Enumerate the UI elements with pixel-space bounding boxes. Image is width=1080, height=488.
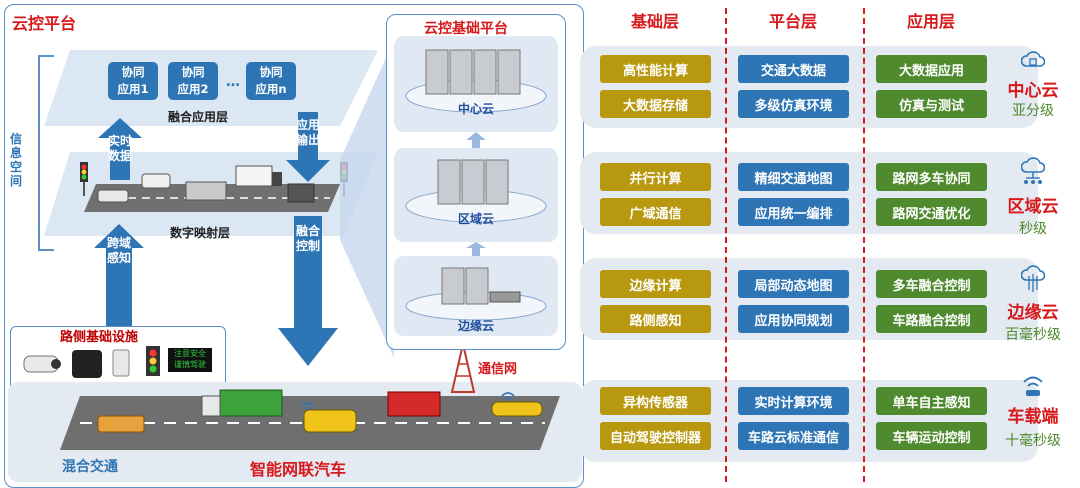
cell-multilevel-sim: 多级仿真环境 (738, 90, 849, 118)
rsu-device-icon (112, 349, 130, 377)
cell-vehicle-motion-control: 车辆运动控制 (876, 422, 987, 450)
center-cloud-stack (394, 36, 558, 336)
cloud-control-platform-title: 云控平台 (12, 14, 77, 33)
cell-parallel-compute: 并行计算 (600, 163, 711, 191)
fusion-app-layer-label: 融合应用层 (168, 110, 229, 124)
cloud-network-icon (1021, 157, 1045, 184)
cell-high-perf-compute: 高性能计算 (600, 55, 711, 83)
arrow-cross-domain-label: 跨域 感知 (99, 236, 139, 266)
arrow-app-output (286, 112, 330, 182)
app-box-n-label: 协同 应用n (255, 65, 287, 96)
header-base-layer: 基础层 (630, 12, 679, 31)
cell-sim-and-test: 仿真与测试 (876, 90, 987, 118)
arrow-cross-domain-text: 跨域 感知 (106, 236, 131, 265)
edge-cloud-icon (1021, 265, 1045, 292)
cell-network-traffic-opt: 路网交通优化 (876, 198, 987, 226)
cell-unified-orchestration: 应用统一编排 (738, 198, 849, 226)
tier-edge-latency: 百毫秒级 (1005, 327, 1061, 343)
tier-center-cloud: 中心云 (1007, 81, 1059, 101)
region-cloud-label: 区域云 (457, 212, 494, 226)
tier-region-cloud: 区域云 (1007, 197, 1059, 217)
base-platform-title: 云控基础平台 (424, 21, 508, 37)
vehicle-icons-road (97, 389, 543, 433)
cell-fine-traffic-map: 精细交通地图 (738, 163, 849, 191)
arrow-realtime-data-label: 实时 数据 (100, 134, 140, 164)
wifi-icon (1023, 376, 1043, 396)
cell-wide-area-comm: 广域通信 (600, 198, 711, 226)
header-platform-layer: 平台层 (768, 12, 817, 31)
info-space-bracket (38, 55, 54, 251)
app-box-1: 协同 应用1 (108, 62, 158, 100)
app-box-1-label: 协同 应用1 (117, 65, 149, 96)
camera-icon (23, 355, 61, 373)
tier-vehicle-latency: 十毫秒级 (1005, 433, 1061, 449)
cell-local-dynamic-map: 局部动态地图 (738, 270, 849, 298)
arrow-app-output-text: 应用 输出 (295, 118, 320, 147)
cell-heterogeneous-sensors: 异构传感器 (600, 387, 711, 415)
radar-unit-icon (72, 350, 102, 378)
signal-light-icon (146, 346, 160, 376)
cell-single-vehicle-perception: 单车自主感知 (876, 387, 987, 415)
cell-vehicle-road-fusion: 车路融合控制 (876, 305, 987, 333)
comm-net-label: 通信网 (478, 362, 518, 377)
tier-vehicle: 车载端 (1007, 407, 1059, 427)
arrow-fusion-control (278, 216, 338, 366)
column-divider-1 (725, 8, 727, 482)
projection-wedge (340, 40, 394, 358)
traffic-light-icon (80, 162, 88, 196)
info-space-label: 信息空间 (10, 132, 23, 188)
cell-big-data-app: 大数据应用 (876, 55, 987, 83)
arrow-realtime-text: 实时 数据 (107, 134, 132, 163)
header-app-layer: 应用层 (906, 12, 955, 31)
mixed-traffic-label: 混合交通 (62, 459, 118, 475)
cell-app-coop-planning: 应用协同规划 (738, 305, 849, 333)
app-box-2: 协同 应用2 (168, 62, 218, 100)
cell-traffic-big-data: 交通大数据 (738, 55, 849, 83)
arrow-cross-domain (94, 224, 144, 340)
vehicle-icons-digital (97, 165, 315, 203)
variable-message-sign: 注意安全 谨慎驾驶 (168, 348, 212, 372)
center-cloud-label: 中心云 (457, 102, 494, 116)
cell-edge-compute: 边缘计算 (600, 270, 711, 298)
roadside-title: 路侧基础设施 (60, 330, 139, 345)
wifi-icon-vehicle-2 (501, 392, 515, 400)
app-box-n: 协同 应用n (246, 62, 296, 100)
tier-region-latency: 秒级 (1019, 221, 1047, 237)
app-box-2-label: 协同 应用2 (177, 65, 209, 96)
wifi-icon-vehicle-1 (301, 402, 315, 410)
edge-cloud-label: 边缘云 (457, 319, 494, 333)
tier-edge-cloud: 边缘云 (1007, 303, 1059, 323)
column-divider-2 (863, 8, 865, 482)
cell-roadside-perception: 路侧感知 (600, 305, 711, 333)
server-icon (1021, 51, 1045, 67)
digital-mapping-layer-label: 数字映射层 (170, 226, 231, 240)
cell-multi-vehicle-fusion: 多车融合控制 (876, 270, 987, 298)
arrow-fusion-control-text: 融合 控制 (295, 224, 320, 253)
cell-ad-controller: 自动驾驶控制器 (600, 422, 711, 450)
apps-ellipsis: … (226, 74, 240, 90)
arrow-app-output-label: 应用 输出 (288, 118, 328, 148)
arrow-realtime-data (98, 118, 142, 180)
cell-realtime-compute-env: 实时计算环境 (738, 387, 849, 415)
tier-center-latency: 亚分级 (1012, 103, 1054, 119)
cell-network-multi-vehicle: 路网多车协同 (876, 163, 987, 191)
arrow-fusion-control-label: 融合 控制 (288, 224, 328, 254)
icv-label: 智能网联汽车 (250, 460, 347, 479)
cell-big-data-storage: 大数据存储 (600, 90, 711, 118)
cell-vrc-standard-comm: 车路云标准通信 (738, 422, 849, 450)
